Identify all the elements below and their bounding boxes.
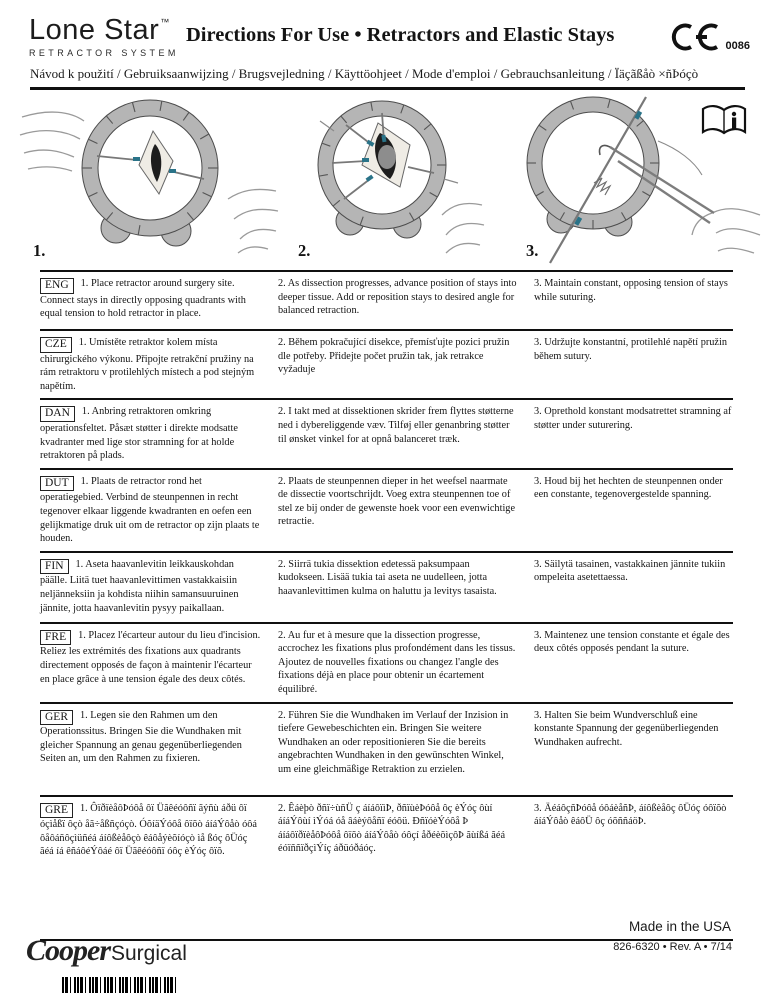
incision bbox=[138, 129, 174, 196]
needle bbox=[598, 144, 611, 156]
step-text: 1. Place retractor around surgery site. … bbox=[40, 278, 246, 320]
logo-wordmark: Lone Star™ bbox=[29, 16, 179, 45]
retractor-ring bbox=[81, 99, 219, 247]
logo-text: Lone Star bbox=[29, 14, 160, 46]
suture-thread bbox=[657, 140, 703, 176]
ce-number: 0086 bbox=[725, 40, 750, 52]
eng-step-2: 2. As dissection progresses, advance pos… bbox=[278, 278, 517, 317]
ger-step-3: 3. Halten Sie beim Wundverschluß eine ko… bbox=[534, 709, 719, 748]
step-text: 1. Anbring retraktoren omkring operation… bbox=[40, 406, 238, 462]
language-code-cze: CZE bbox=[40, 337, 72, 353]
fre-step-2: 2. Au fur et à mesure que la dissection … bbox=[278, 629, 516, 696]
language-code-fin: FIN bbox=[40, 558, 69, 575]
dan-step-3: 3. Oprethold konstant modsatrettet stram… bbox=[534, 406, 732, 431]
consult-instructions-symbol bbox=[700, 103, 748, 139]
step-text: 1. Plaats de retractor rond het operatie… bbox=[40, 475, 260, 545]
fin-step-2: 2. Siirrä tukia dissektion edetessä paks… bbox=[278, 558, 497, 597]
figure-1-number: 1. bbox=[33, 241, 46, 260]
hand-sketch-right bbox=[441, 202, 485, 254]
trademark-symbol: ™ bbox=[160, 17, 170, 27]
language-code-gre: GRE bbox=[40, 802, 73, 819]
ger-step-2: 2. Führen Sie die Wundhaken im Verlauf d… bbox=[278, 709, 509, 775]
fre-step-3: 3. Maintenez une tension constante et ég… bbox=[534, 629, 730, 655]
figure-1-retractor-placement bbox=[18, 95, 280, 270]
logo-subtitle: RETRACTOR SYSTEM bbox=[29, 48, 179, 58]
figure-strip: 1. 2. 3. bbox=[0, 95, 768, 270]
hand-sketch-right bbox=[691, 208, 761, 254]
ring-tick-marks bbox=[82, 100, 218, 236]
step-text: 1. Legen sie den Rahmen um den Operation… bbox=[40, 709, 242, 765]
step-text: 1. ÔïðïèåôÞóôå ôï Üãêéóôñï ãýñù áðü ôï ó… bbox=[40, 802, 257, 858]
hand-sketch-left bbox=[19, 111, 85, 172]
gre-step-3: 3. ÄéáôçñÞóôå óôáèåñÞ, áíôßèåôç ôÜóç óôï… bbox=[534, 802, 727, 828]
language-code-fre: FRE bbox=[40, 629, 72, 646]
language-code-ger: GER bbox=[40, 709, 73, 726]
hand-sketch-right bbox=[227, 188, 279, 254]
dut-step-3: 3. Houd bij het hechten de steunpennen o… bbox=[534, 475, 723, 501]
figure-2-advancing-stays bbox=[282, 95, 487, 270]
language-code-dan: DAN bbox=[40, 406, 75, 423]
retractor-ring bbox=[317, 100, 459, 239]
dut-step-2: 2. Plaats de steunpennen dieper in het w… bbox=[278, 475, 516, 528]
barcode bbox=[62, 977, 178, 993]
ce-mark: 0086 bbox=[667, 22, 750, 52]
translations-line: Návod k použití / Gebruiksaanwijzing / B… bbox=[30, 66, 745, 90]
lone-star-logo: Lone Star™ RETRACTOR SYSTEM bbox=[29, 16, 179, 59]
brand-rest-text: Surgical bbox=[111, 942, 187, 965]
step-text: 1. Aseta haavanlevitin leikkauskohdan pä… bbox=[40, 558, 239, 614]
brand-script-text: Cooper bbox=[26, 934, 111, 967]
coopersurgical-logo: CooperSurgical bbox=[26, 934, 187, 968]
open-book-i-icon bbox=[701, 105, 747, 135]
step-text: 1. Umístěte retraktor kolem místa chirur… bbox=[40, 337, 255, 392]
language-code-eng: ENG bbox=[40, 278, 74, 294]
ring-tick-marks bbox=[527, 99, 659, 229]
figure-1-illustration bbox=[19, 99, 279, 254]
figure-3-illustration bbox=[526, 96, 761, 264]
header: Lone Star™ RETRACTOR SYSTEM Directions F… bbox=[0, 0, 768, 66]
part-number-revision: 826-6320 • Rev. A • 7/14 bbox=[613, 941, 732, 953]
figure-2-number: 2. bbox=[298, 241, 311, 260]
ring-tick-marks bbox=[318, 101, 446, 226]
page-title: Directions For Use • Retractors and Elas… bbox=[186, 24, 615, 46]
figure-2-illustration bbox=[317, 100, 485, 254]
step-text: 1. Placez l'écarteur autour du lieu d'in… bbox=[40, 629, 261, 685]
figure-3-number: 3. bbox=[526, 241, 539, 260]
stay-across-ring bbox=[549, 96, 647, 264]
cze-step-3: 3. Udržujte konstantní, protilehlé napět… bbox=[534, 337, 728, 362]
elastic-stays bbox=[319, 112, 459, 200]
spring-coil bbox=[593, 177, 612, 196]
dan-step-2: 2. I takt med at dissektionen skrider fr… bbox=[278, 406, 514, 445]
gre-step-2: 2. Êáèþò ðñï÷ùñÜ ç áíáôïìÞ, ðñïùèÞóôå ôç… bbox=[278, 802, 506, 855]
incision-deeper bbox=[361, 122, 411, 188]
made-in-usa-label: Made in the USA bbox=[628, 918, 731, 934]
figure-3-suturing bbox=[498, 95, 763, 270]
eng-step-3: 3. Maintain constant, opposing tension o… bbox=[534, 278, 728, 303]
elastic-stays bbox=[96, 155, 205, 180]
needle-holder bbox=[598, 140, 715, 224]
fin-step-3: 3. Säilytä tasainen, vastakkainen jännit… bbox=[534, 558, 726, 584]
language-code-dut: DUT bbox=[40, 475, 74, 492]
cze-step-2: 2. Během pokračující disekce, přemísťujt… bbox=[278, 337, 510, 376]
ce-mark-icon bbox=[671, 23, 718, 51]
